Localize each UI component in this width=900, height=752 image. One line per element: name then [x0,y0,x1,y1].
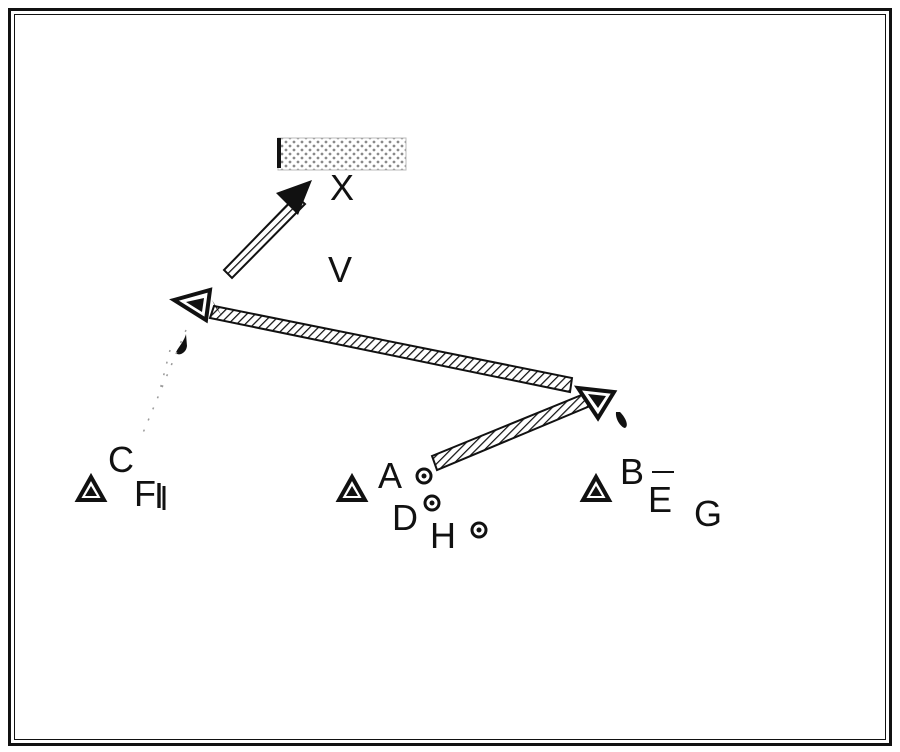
station-triangle-b [579,472,613,502]
drop-marker-right [615,412,627,428]
arrow-to-x [222,180,312,280]
station-triangle-a [335,472,369,502]
label-d: D [392,497,418,538]
point-marker-h [470,521,488,539]
label-e: E [648,479,672,520]
guide-lines [139,329,187,441]
right-vertex-marker [573,385,618,422]
drop-marker-left [176,334,187,355]
label-i: I [154,475,164,516]
point-marker-d [423,494,441,512]
target-area-x [277,137,407,171]
label-c: C [108,439,134,480]
label-x: X [330,167,354,208]
label-g: G [694,493,722,534]
label-v: V [328,249,352,290]
label-a: A [378,455,402,496]
label-b: B [620,451,644,492]
point-marker-a [415,467,433,485]
station-triangle-c [74,472,108,502]
left-vertex-marker [169,287,213,324]
label-f: F [134,473,156,514]
inner-frame [14,14,886,740]
long-bar [208,300,574,394]
label-h: H [430,515,456,556]
short-bar [430,392,592,472]
outer-frame [8,8,892,746]
